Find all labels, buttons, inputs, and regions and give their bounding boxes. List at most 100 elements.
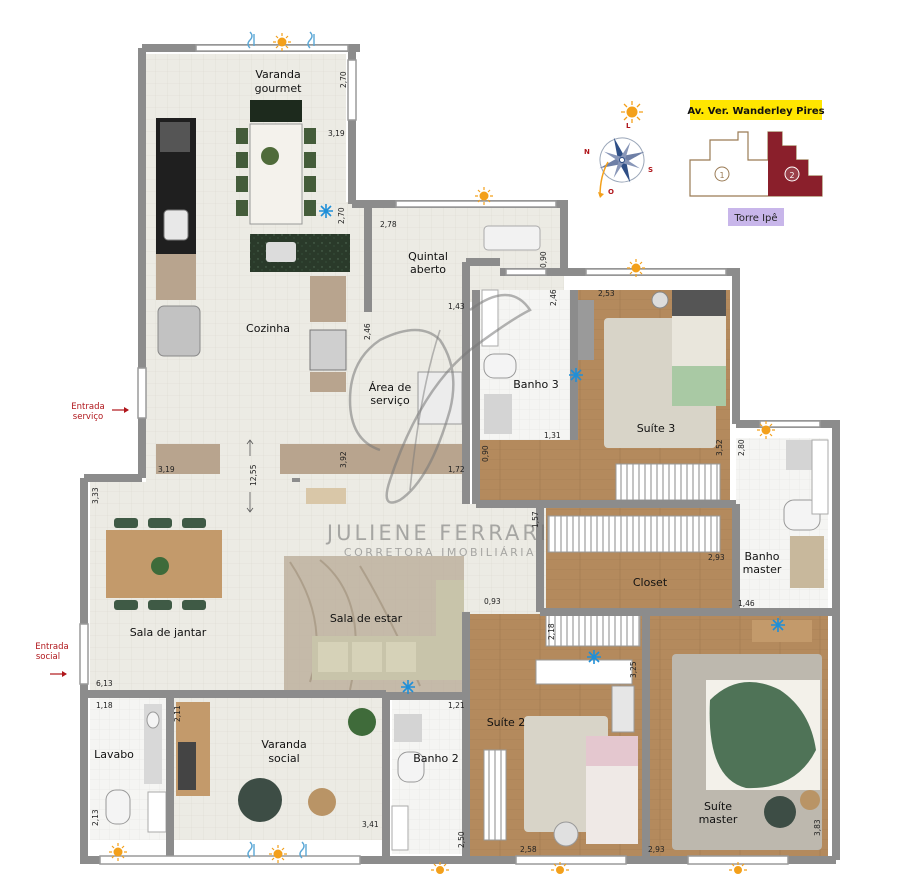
watermark-name: JULIENE FERRARI	[325, 521, 549, 545]
sun-icon	[729, 862, 747, 874]
sun-icons	[109, 33, 775, 874]
sun-icon	[109, 843, 127, 861]
dim-label: 3,83	[813, 819, 822, 836]
dim-label: 2,70	[337, 207, 346, 224]
dim-label: 1,18	[96, 701, 113, 710]
dim-label: 3,41	[362, 820, 379, 829]
dim-label: 3,19	[328, 129, 345, 138]
dim-label: 12,55	[249, 464, 258, 486]
dimension-labels: 2,70 3,19 2,70 2,78 0,90 1,43 2,46 2,46 …	[91, 71, 822, 854]
room-suite3: Suíte 3	[637, 422, 676, 435]
snowflake-icon	[771, 618, 785, 632]
sun-icon	[273, 33, 291, 51]
dim-label: 1,57	[531, 511, 540, 528]
dim-label: 2,70	[339, 71, 348, 88]
street-name: Av. Ver. Wanderley Pires	[687, 106, 824, 117]
sun-icon	[621, 101, 643, 123]
street-badge	[690, 100, 822, 120]
snowflake-icon	[401, 680, 415, 694]
wind-icon	[307, 31, 315, 49]
sun-icon	[431, 862, 449, 874]
compass-o: O	[608, 188, 614, 196]
tower-name: Torre Ipê	[733, 212, 777, 224]
sun-icon	[551, 862, 569, 874]
dim-label: 3,33	[91, 487, 100, 504]
watermark-logo	[348, 293, 532, 504]
wind-icon	[247, 31, 255, 49]
room-banho3: Banho 3	[513, 378, 558, 391]
dim-label: 2,80	[737, 439, 746, 456]
dim-label: 2,93	[648, 845, 665, 854]
watermark-subtitle: CORRETORA IMOBILIÁRIA	[344, 546, 536, 559]
compass-n: N	[584, 148, 590, 156]
compass: N L S O	[584, 122, 653, 198]
dim-label: 1,31	[544, 431, 561, 440]
dim-label: 3,19	[158, 465, 175, 474]
dim-label: 6,13	[96, 679, 113, 688]
dim-label: 2,13	[91, 809, 100, 826]
dim-label: 0,90	[539, 251, 548, 268]
furniture	[105, 100, 829, 851]
dim-label: 2,50	[457, 831, 466, 848]
dim-label: 2,18	[547, 623, 556, 640]
room-sala-jantar: Sala de jantar	[130, 626, 207, 639]
snowflake-icon	[587, 650, 601, 664]
dim-label: 2,53	[598, 289, 615, 298]
dim-label: 3,92	[339, 451, 348, 468]
dim-label: 2,78	[380, 220, 397, 229]
snowflake-icon	[319, 204, 333, 218]
arrow-right-icon	[50, 671, 67, 677]
dim-label: 1,72	[448, 465, 465, 474]
unit-2-marker	[784, 166, 800, 182]
dim-label: 2,46	[549, 289, 558, 306]
key-plan: Av. Ver. Wanderley Pires 1 2 Torre Ipê	[687, 100, 825, 226]
compass-l: L	[626, 122, 631, 130]
unit-1-number: 1	[719, 171, 724, 180]
unit-2-number: 2	[789, 171, 794, 180]
dim-label: 2,58	[520, 845, 537, 854]
dim-label: 3,52	[715, 439, 724, 456]
snowflake-icon	[569, 368, 583, 382]
unit-1-marker	[714, 166, 730, 182]
dim-label: 1,46	[738, 599, 755, 608]
ac-icons	[319, 204, 785, 694]
room-cozinha: Cozinha	[246, 322, 290, 335]
watermark: JULIENE FERRARI CORRETORA IMOBILIÁRIA	[325, 293, 549, 559]
dim-label: 0,90	[481, 445, 490, 462]
room-sala-estar: Sala de estar	[330, 612, 403, 625]
dim-label: 1,21	[448, 701, 465, 710]
sun-icon	[269, 845, 287, 863]
dim-label: 3,25	[629, 661, 638, 678]
dim-label: 2,46	[363, 323, 372, 340]
room-closet: Closet	[633, 576, 668, 589]
wind-icon	[247, 841, 255, 859]
wind-icons	[247, 31, 315, 859]
dim-label: 2,93	[708, 553, 725, 562]
windows	[79, 44, 821, 865]
dim-label: 0,93	[484, 597, 501, 606]
wind-icon	[299, 841, 307, 859]
compass-s: S	[648, 166, 653, 174]
sun-icon	[757, 421, 775, 439]
dim-label: 2,11	[173, 705, 182, 722]
room-lavabo: Lavabo	[94, 748, 134, 761]
dimension-arrow	[246, 439, 254, 513]
compass-rose-icon	[599, 137, 645, 183]
dim-label: 1,43	[448, 302, 465, 311]
arrow-right-icon	[112, 407, 129, 413]
room-banho2: Banho 2	[413, 752, 458, 765]
room-suite2: Suíte 2	[487, 716, 526, 729]
sun-icon	[627, 259, 645, 277]
tower-badge	[728, 208, 784, 226]
